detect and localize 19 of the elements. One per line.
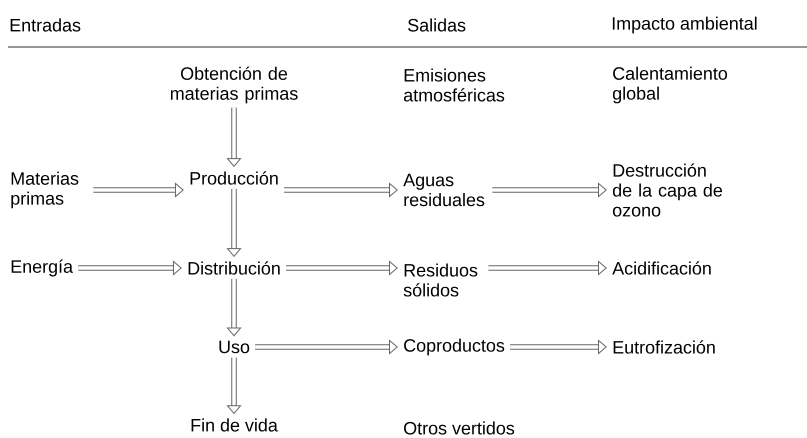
process-label: Residuos sólidos <box>404 263 478 297</box>
process-label: Otros vertidos <box>404 421 514 435</box>
column-header: Entradas <box>10 18 80 32</box>
process-label: Producción <box>190 171 278 185</box>
process-label: Calentamiento global <box>612 66 728 104</box>
process-label: Energía <box>12 260 73 276</box>
process-label: Obtención de materias primas <box>170 66 298 104</box>
column-header: Salidas <box>408 18 466 32</box>
process-label: Destrucción de la capa de ozono <box>612 163 722 217</box>
process-label: Acidificación <box>612 261 711 275</box>
process-label: Aguas residuales <box>403 174 484 206</box>
column-header: Impacto ambiental <box>612 16 756 34</box>
process-label: Distribución <box>188 261 280 275</box>
process-label: Emisiones atmosféricas <box>404 68 504 102</box>
process-label: Fin de vida <box>192 418 278 432</box>
process-label: Eutrofización <box>614 340 715 354</box>
process-label: Coproductos <box>404 338 504 356</box>
process-label: Uso <box>219 340 250 354</box>
process-label: Materias primas <box>11 172 78 208</box>
